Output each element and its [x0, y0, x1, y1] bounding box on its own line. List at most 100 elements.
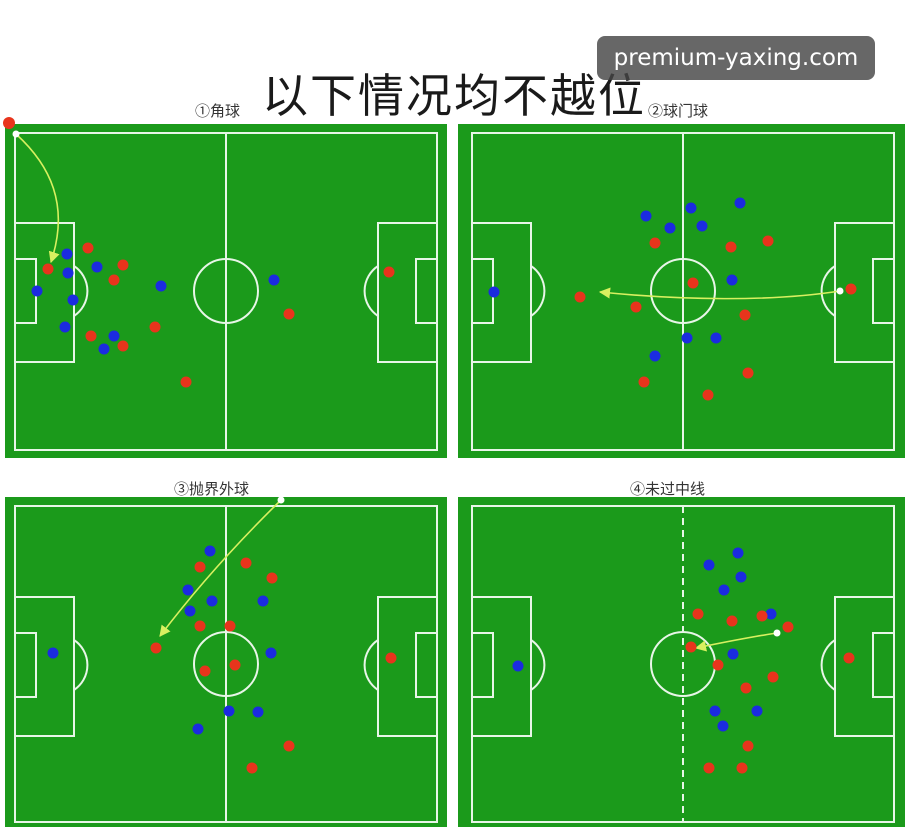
defender-dot — [734, 197, 746, 209]
panel-3-play — [47, 496, 397, 774]
defender-dot — [108, 330, 120, 342]
defender-dot — [184, 605, 196, 617]
defender-dot — [732, 547, 744, 559]
attacker-dot — [574, 291, 586, 303]
defender-dot — [182, 584, 194, 596]
attacker-dot — [224, 620, 236, 632]
attacker-dot — [687, 277, 699, 289]
attacker-dot — [712, 659, 724, 671]
panel-caption-goal-kick: ②球门球 — [648, 102, 709, 120]
attacker-dot — [150, 642, 162, 654]
defender-dot — [268, 274, 280, 286]
watermark-badge: premium-yaxing.com — [597, 36, 875, 80]
panel-caption-throw-in: ③抛界外球 — [174, 480, 250, 498]
defender-dot — [649, 350, 661, 362]
attacker-dot — [246, 762, 258, 774]
attacker-dot — [117, 340, 129, 352]
pass-arrow — [694, 632, 778, 652]
attacker-dot — [739, 309, 751, 321]
defender-dot — [155, 280, 167, 292]
pitch-markings-3 — [14, 505, 438, 823]
attacker-dot — [385, 652, 397, 664]
attacker-dot — [180, 376, 192, 388]
defender-dot — [47, 647, 59, 659]
attacker-dot — [649, 237, 661, 249]
defender-dot — [727, 648, 739, 660]
attacker-dot — [782, 621, 794, 633]
ball-dot — [836, 287, 844, 295]
defender-dot — [91, 261, 103, 273]
panel-2-play — [488, 197, 857, 401]
defender-dot — [512, 660, 524, 672]
attacker-dot — [756, 610, 768, 622]
attacker-dot — [742, 740, 754, 752]
attacker-dot — [702, 389, 714, 401]
defender-dot — [59, 321, 71, 333]
attacker-dot — [149, 321, 161, 333]
defender-dot — [696, 220, 708, 232]
defender-dot — [751, 705, 763, 717]
ball-dot — [277, 496, 285, 504]
pass-arrow — [15, 133, 60, 264]
defender-dot — [206, 595, 218, 607]
attacker-dot — [240, 557, 252, 569]
attacker-dot — [740, 682, 752, 694]
attacker-dot — [108, 274, 120, 286]
defender-dot — [640, 210, 652, 222]
pitch-markings-4 — [471, 505, 895, 823]
attacker-dot — [767, 671, 779, 683]
defender-dot — [192, 723, 204, 735]
defender-dot — [765, 608, 777, 620]
pitch-markings-2 — [471, 132, 895, 451]
attacker-dot — [843, 652, 855, 664]
pitch-markings-1 — [14, 132, 438, 451]
defender-dot — [223, 705, 235, 717]
defender-dot — [681, 332, 693, 344]
pitch-own-half — [458, 497, 905, 827]
attacker-dot — [229, 659, 241, 671]
pass-arrow — [598, 287, 841, 300]
attacker-dot — [194, 620, 206, 632]
panel-4-play — [512, 547, 855, 774]
panel-caption-corner-kick: ①角球 — [195, 102, 241, 120]
defender-dot — [31, 285, 43, 297]
attacker-dot — [692, 608, 704, 620]
attacker-dot — [630, 301, 642, 313]
defender-dot — [257, 595, 269, 607]
attacker-dot — [726, 615, 738, 627]
defender-dot — [718, 584, 730, 596]
defender-dot — [664, 222, 676, 234]
defender-dot — [710, 332, 722, 344]
defender-dot — [204, 545, 216, 557]
ball-dot — [773, 629, 781, 637]
attacker-dot — [266, 572, 278, 584]
attacker-dot — [638, 376, 650, 388]
pitch-goal-kick — [458, 124, 905, 458]
defender-dot — [62, 267, 74, 279]
defender-dot — [488, 286, 500, 298]
defender-dot — [685, 202, 697, 214]
attacker-dot — [685, 641, 697, 653]
panel-1-play — [12, 130, 395, 388]
defender-dot — [98, 343, 110, 355]
defender-dot — [67, 294, 79, 306]
defender-dot — [252, 706, 264, 718]
attacker-dot — [742, 367, 754, 379]
defender-dot — [709, 705, 721, 717]
attacker-dot — [845, 283, 857, 295]
attacker-dot — [82, 242, 94, 254]
defender-dot — [726, 274, 738, 286]
attacker-dot — [703, 762, 715, 774]
attacker-dot — [383, 266, 395, 278]
defender-dot — [61, 248, 73, 260]
panel-caption-own-half: ④未过中线 — [630, 480, 706, 498]
attacker-dot — [762, 235, 774, 247]
defender-dot — [735, 571, 747, 583]
ball-dot — [12, 130, 20, 138]
attacker-dot — [85, 330, 97, 342]
page-title: 以下情况均不越位 — [262, 69, 646, 123]
attacker-dot — [42, 263, 54, 275]
attacker-dot — [725, 241, 737, 253]
defender-dot — [703, 559, 715, 571]
